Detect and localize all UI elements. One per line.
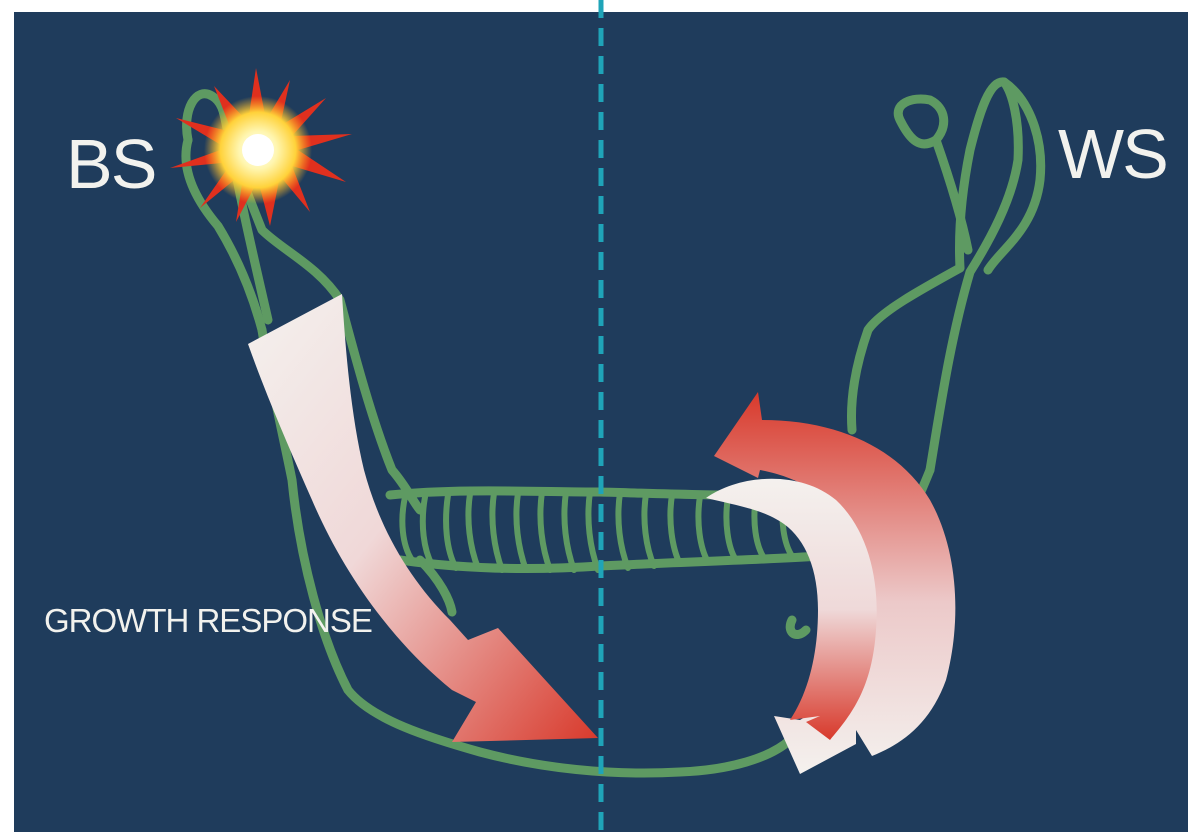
label-growth-response: GROWTH RESPONSE	[44, 602, 372, 639]
label-ws: WS	[1058, 115, 1167, 193]
label-bs: BS	[66, 125, 155, 203]
